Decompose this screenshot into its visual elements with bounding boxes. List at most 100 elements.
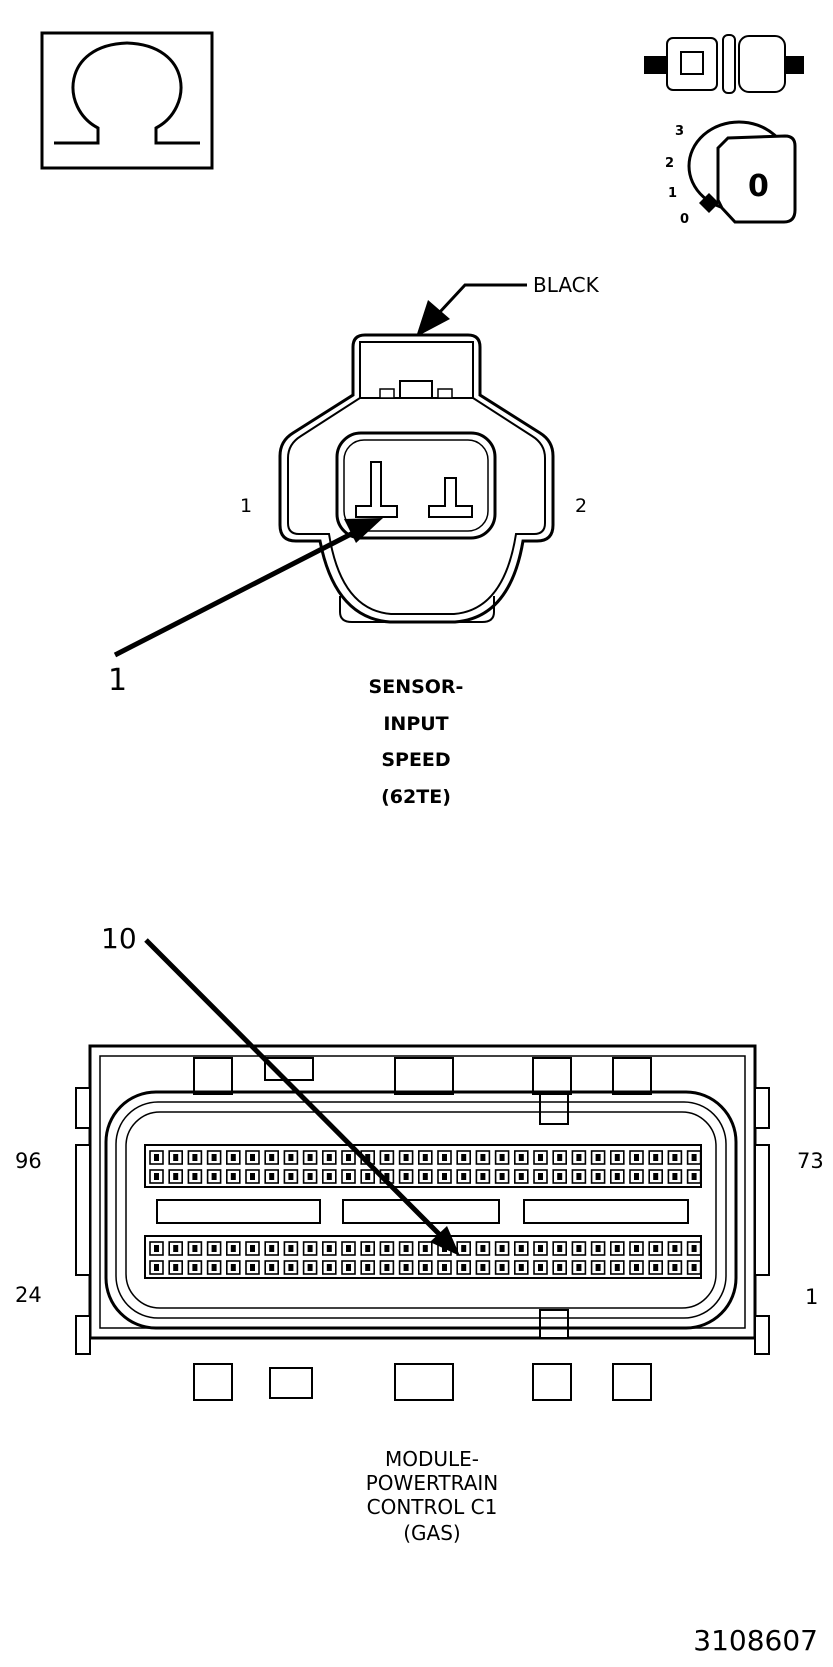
pcm-terminal-pin: [422, 1245, 428, 1252]
pcm-terminal-pin: [653, 1245, 659, 1252]
pcm-terminal-pin: [691, 1264, 697, 1271]
pcm-terminal-pin: [576, 1245, 582, 1252]
pcm-title-line-4: (GAS): [403, 1521, 460, 1545]
pcm-terminal-pin: [672, 1173, 678, 1180]
pcm-terminal-pin: [288, 1264, 294, 1271]
pcm-terminal-pin: [346, 1245, 351, 1252]
pcm-terminal-pin: [173, 1264, 179, 1271]
pcm-terminal-pin: [173, 1154, 179, 1161]
pcm-pin-label-1: 1: [805, 1285, 818, 1309]
pcm-terminal-pin: [614, 1245, 620, 1252]
pcm-terminal-pin: [499, 1173, 505, 1180]
pcm-terminal-pin: [365, 1245, 371, 1252]
pcm-terminal-pin: [442, 1173, 447, 1180]
pcm-terminal-pin: [538, 1264, 543, 1271]
connector-color-label: BLACK: [533, 273, 600, 297]
pcm-terminal-pin: [230, 1154, 236, 1161]
sensor-title-line-4: (62TE): [381, 786, 451, 808]
pcm-terminal-pin: [614, 1154, 620, 1161]
pcm-terminal-pin: [595, 1264, 601, 1271]
pcm-terminal-pin: [538, 1245, 543, 1252]
pcm-connector-hood: [104, 1090, 738, 1330]
pcm-terminal-pin: [326, 1154, 332, 1161]
pcm-terminal-pin: [346, 1154, 351, 1161]
ohm-symbol-icon: [40, 31, 214, 170]
pcm-terminal-pin: [614, 1173, 620, 1180]
pcm-terminal-pin: [230, 1264, 236, 1271]
pcm-terminal-pin: [634, 1245, 639, 1252]
pcm-terminal-pin: [672, 1154, 678, 1161]
callout-1-arrowhead: [344, 518, 383, 543]
pcm-terminal-pin: [211, 1154, 217, 1161]
pcm-terminal-pin: [173, 1245, 179, 1252]
pcm-terminal-pin: [288, 1154, 294, 1161]
ignition-switch-icon: 3 2 1 0 0: [665, 120, 797, 227]
pcm-terminal-pin: [691, 1154, 697, 1161]
pcm-terminal-pin: [480, 1264, 486, 1271]
color-callout-arrowhead: [416, 300, 450, 337]
pcm-terminal-pin: [672, 1245, 678, 1252]
pcm-terminal-pin: [557, 1154, 563, 1161]
pcm-terminal-pin: [672, 1264, 678, 1271]
ignition-position-1: 1: [668, 186, 677, 201]
pcm-pin-label-73: 73: [797, 1149, 824, 1173]
pcm-terminal-pin: [653, 1264, 659, 1271]
terminal-pin-2: [428, 477, 473, 518]
pcm-terminal-pin: [422, 1154, 428, 1161]
callout-10-number: 10: [101, 922, 137, 955]
pcm-terminal-pin: [442, 1154, 447, 1161]
ignition-position-2: 2: [665, 156, 674, 171]
pcm-terminal-pin: [403, 1264, 409, 1271]
pcm-terminal-pin: [480, 1154, 486, 1161]
pcm-terminal-pin: [269, 1264, 275, 1271]
pcm-terminal-pin: [480, 1173, 486, 1180]
pcm-terminal-pin: [576, 1154, 582, 1161]
pcm-terminal-pin: [557, 1245, 563, 1252]
callout-10-arrowhead: [430, 1226, 460, 1256]
pcm-terminal-pin: [307, 1154, 313, 1161]
pcm-terminal-pin: [211, 1264, 217, 1271]
pcm-terminal-pin: [557, 1264, 563, 1271]
pcm-terminal-pin: [250, 1264, 255, 1271]
pcm-terminal-pin: [288, 1245, 294, 1252]
pcm-terminal-pin: [269, 1154, 275, 1161]
pcm-terminal-pin: [691, 1245, 697, 1252]
pcm-title-line-2: POWERTRAIN: [366, 1471, 499, 1495]
pcm-terminal-pin: [403, 1154, 409, 1161]
pcm-terminal-pin: [365, 1264, 371, 1271]
pcm-terminal-pin: [384, 1245, 390, 1252]
pcm-terminal-pin: [384, 1154, 390, 1161]
pcm-terminal-pin: [576, 1264, 582, 1271]
callout-1-leader: [113, 529, 357, 658]
sensor-title-line-2: INPUT: [383, 713, 448, 735]
pcm-terminal-pin: [384, 1173, 390, 1180]
pcm-connector: 96 73 24 1 10 MODULE- POWERTRAIN CONTROL…: [15, 922, 824, 1545]
pcm-terminal-pin: [442, 1264, 447, 1271]
pcm-terminal-pin: [192, 1173, 198, 1180]
terminal-pin-1: [355, 461, 398, 518]
pcm-terminal-pin: [653, 1173, 659, 1180]
pcm-terminal-pin: [557, 1173, 563, 1180]
pcm-terminal-pin: [461, 1245, 467, 1252]
pcm-pin-label-24: 24: [15, 1283, 42, 1307]
pcm-terminal-pin: [634, 1264, 639, 1271]
pcm-title-line-3: CONTROL C1: [367, 1495, 498, 1519]
pcm-terminal-pin: [365, 1154, 371, 1161]
pcm-terminal-pin: [211, 1173, 217, 1180]
pcm-terminal-pin: [422, 1173, 428, 1180]
pcm-terminal-pin: [346, 1264, 351, 1271]
pcm-terminal-pin: [461, 1264, 467, 1271]
ignition-position-3: 3: [675, 124, 684, 139]
pcm-terminal-pin: [499, 1245, 505, 1252]
pcm-terminal-pin: [326, 1264, 332, 1271]
ignition-key-label: 0: [748, 169, 769, 204]
pcm-terminal-pin: [499, 1264, 505, 1271]
pcm-terminal-pin: [192, 1264, 198, 1271]
pcm-terminal-pin: [595, 1173, 601, 1180]
pin-label-2: 2: [575, 495, 587, 517]
pcm-terminal-pin: [691, 1173, 697, 1180]
pcm-terminal-pin: [461, 1154, 467, 1161]
pcm-terminal-pin: [307, 1173, 313, 1180]
sensor-title-line-1: SENSOR-: [369, 676, 464, 698]
pcm-terminal-pin: [250, 1245, 255, 1252]
